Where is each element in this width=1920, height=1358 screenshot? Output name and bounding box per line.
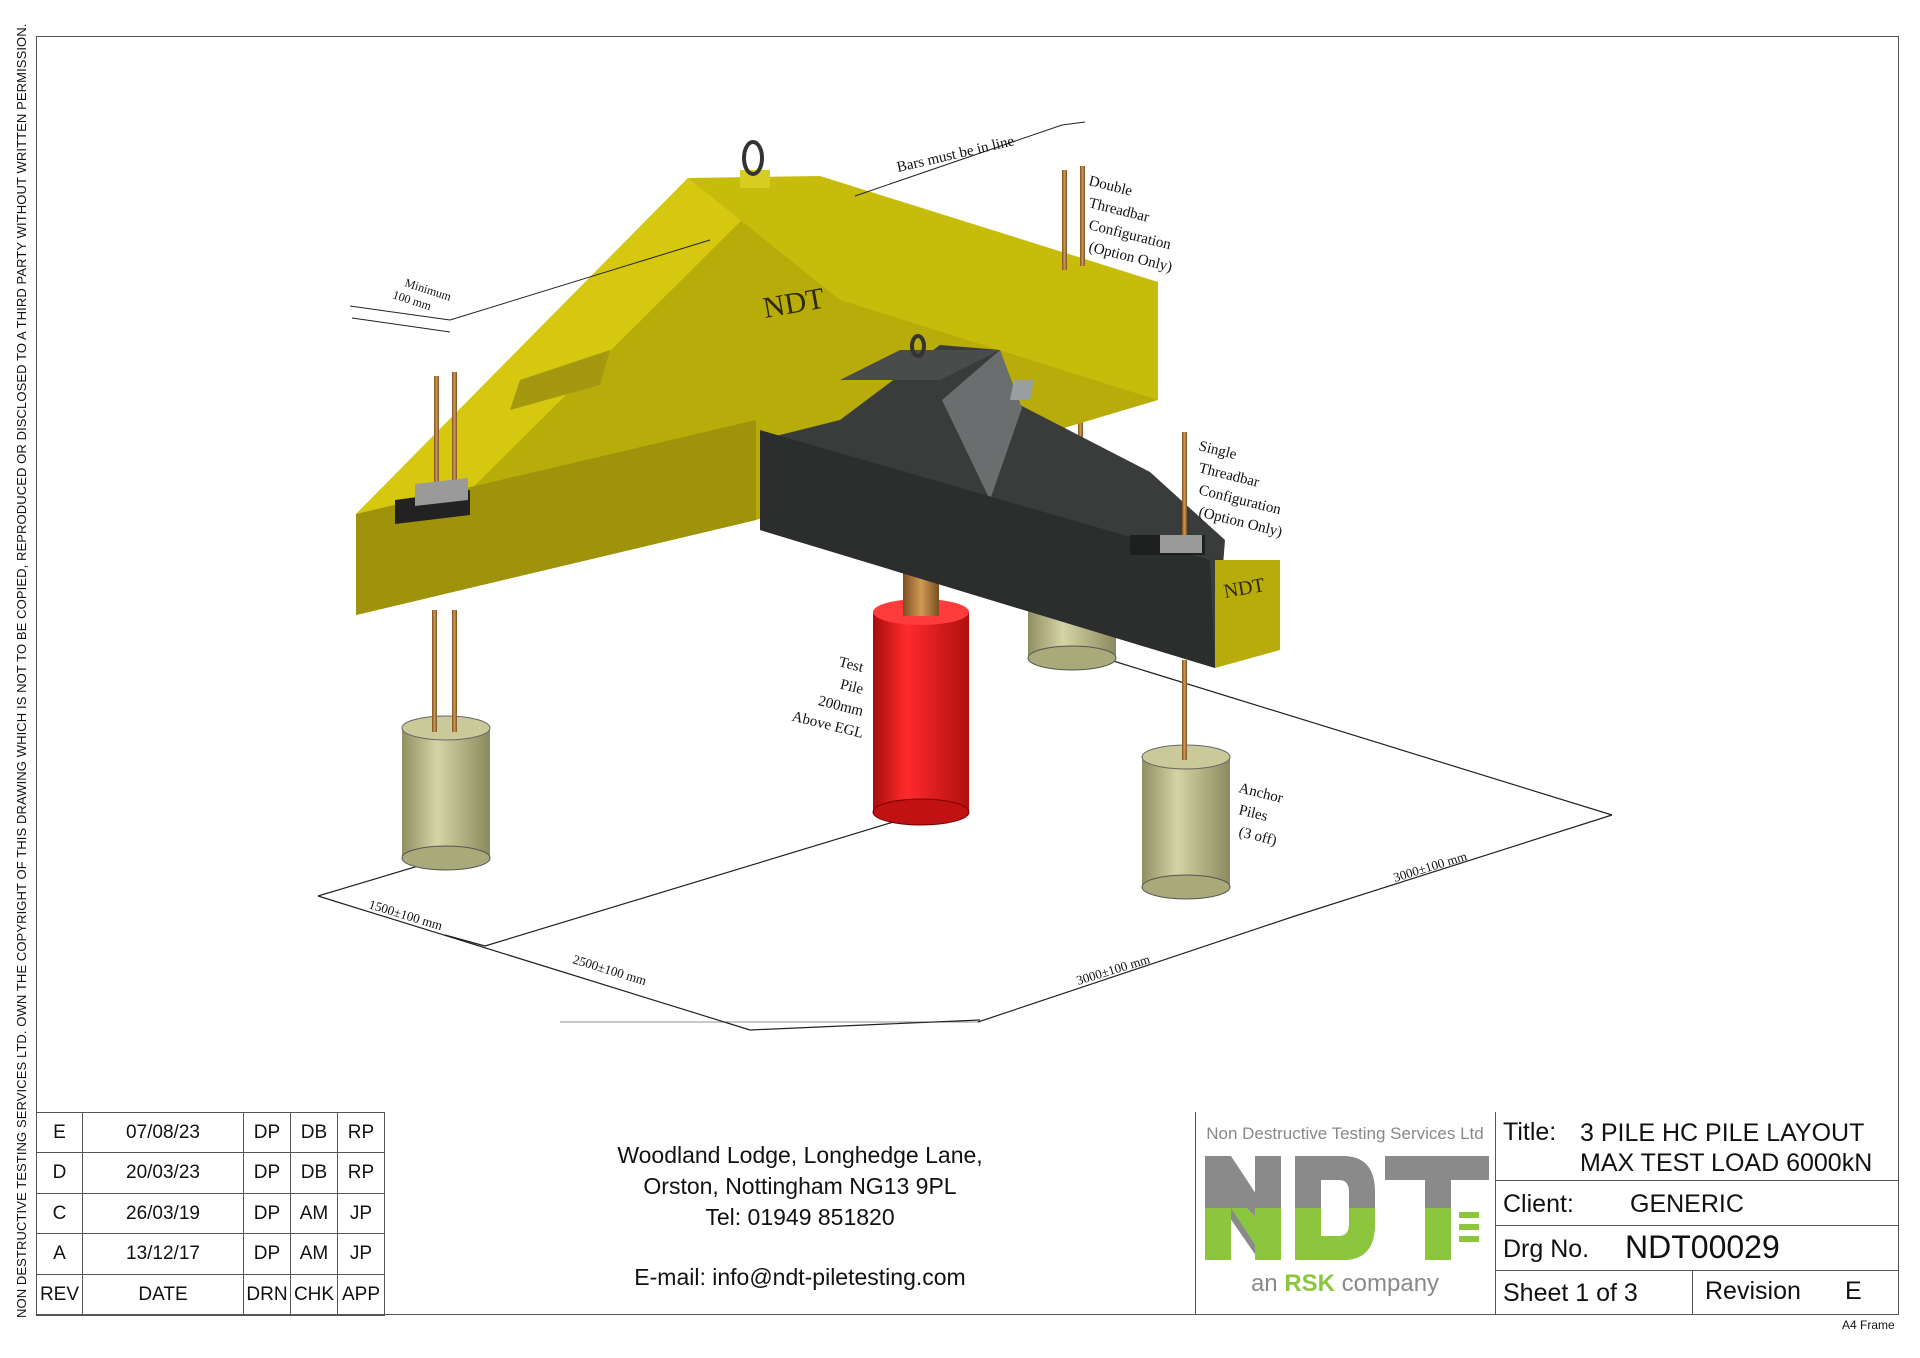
dim-3000-right: 3000±100 mm bbox=[1391, 848, 1468, 885]
bearing-plates bbox=[395, 478, 1202, 553]
test-pile-label: Test Pile 200mm Above EGL bbox=[790, 654, 865, 742]
dimension-labels: 1500±100 mm 2500±100 mm 3000±100 mm 3000… bbox=[367, 848, 1469, 988]
address-line2: Orston, Nottingham NG13 9PL bbox=[643, 1173, 957, 1199]
svg-text:Single: Single bbox=[1197, 438, 1238, 463]
svg-text:(3 off): (3 off) bbox=[1237, 824, 1278, 849]
drg-number: NDT00029 bbox=[1625, 1229, 1780, 1265]
client-label: Client: bbox=[1503, 1190, 1574, 1218]
leader-lines bbox=[349, 121, 1086, 333]
dim-3000-bottom: 3000±100 mm bbox=[1074, 951, 1151, 988]
shackle-icon bbox=[742, 140, 926, 358]
test-pile bbox=[872, 570, 970, 826]
double-threadbar-label: Double Threadbar Configuration (Option O… bbox=[1087, 173, 1174, 275]
anchor-pile-right bbox=[1141, 744, 1231, 900]
single-threadbar-label: Single Threadbar Configuration (Option O… bbox=[1197, 438, 1284, 540]
title-line1: 3 PILE HC PILE LAYOUT bbox=[1580, 1119, 1865, 1147]
ndt-mark-icon bbox=[1205, 1156, 1489, 1260]
revision-row: E 07/08/23 DP DB RP bbox=[36, 1112, 385, 1153]
company-address: Woodland Lodge, Longhedge Lane, Orston, … bbox=[585, 1140, 1015, 1293]
anchor-pile-left bbox=[401, 715, 491, 871]
drg-label: Drg No. bbox=[1503, 1235, 1590, 1263]
client-value: GENERIC bbox=[1630, 1190, 1744, 1218]
title-label: Title: bbox=[1503, 1118, 1557, 1146]
drawing-frame bbox=[36, 36, 1899, 1315]
ndt-logo: Non Destructive Testing Services Ltd an … bbox=[1195, 1112, 1495, 1315]
address-email: E-mail: info@ndt-piletesting.com bbox=[634, 1264, 966, 1290]
frame-size-label: A4 Frame bbox=[1842, 1318, 1895, 1332]
logo-company-name: Non Destructive Testing Services Ltd bbox=[1206, 1124, 1484, 1143]
revision-label: Revision bbox=[1705, 1277, 1801, 1305]
dim-2500: 2500±100 mm bbox=[571, 952, 648, 989]
address-tel: Tel: 01949 851820 bbox=[705, 1204, 895, 1230]
threadbars-upper bbox=[434, 166, 1187, 542]
anchor-piles-label: Anchor Piles (3 off) bbox=[1237, 780, 1285, 849]
spacing-label: 100 mm Minimum bbox=[391, 276, 454, 314]
sheet-label: Sheet 1 of 3 bbox=[1503, 1279, 1638, 1307]
svg-text:Test: Test bbox=[837, 654, 866, 676]
logo-tagline: an RSK company bbox=[1250, 1270, 1440, 1297]
title-line2: MAX TEST LOAD 6000kN bbox=[1580, 1149, 1873, 1177]
svg-text:Piles: Piles bbox=[1237, 802, 1269, 825]
main-beam bbox=[356, 170, 1158, 615]
bars-in-line-label: Bars must be in line bbox=[895, 133, 1016, 176]
revision-value: E bbox=[1845, 1277, 1862, 1305]
svg-text:Pile: Pile bbox=[838, 677, 865, 698]
title-block: Title: 3 PILE HC PILE LAYOUT MAX TEST LO… bbox=[1495, 1112, 1899, 1315]
address-line1: Woodland Lodge, Longhedge Lane, bbox=[617, 1142, 983, 1168]
